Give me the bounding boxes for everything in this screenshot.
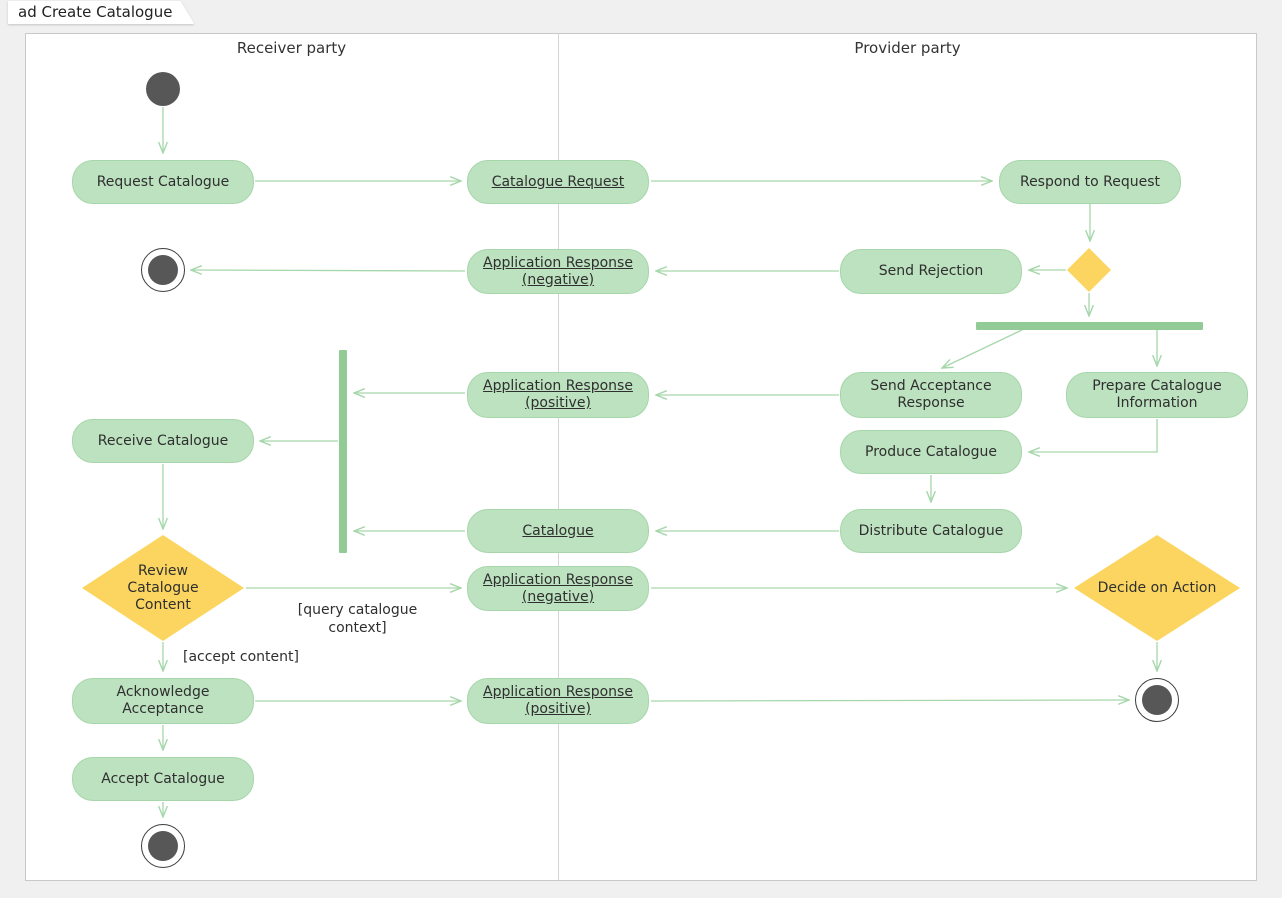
action-request-catalogue[interactable]: Request Catalogue	[72, 160, 254, 204]
final-node-accepted[interactable]	[141, 824, 185, 868]
guard-query-catalogue-context: [query catalogue context]	[297, 602, 418, 636]
action-acknowledge-acceptance[interactable]: Acknowledge Acceptance	[72, 678, 254, 724]
start-node[interactable]	[146, 72, 180, 106]
object-application-response-positive-2[interactable]: Application Response (positive)	[467, 678, 649, 724]
diagram-title-tab[interactable]: ad Create Catalogue	[8, 1, 194, 24]
guard-accept-content: [accept content]	[183, 649, 299, 665]
object-label: Catalogue	[522, 522, 594, 539]
object-label: Application Response (negative)	[483, 571, 633, 605]
final-node-core	[148, 255, 178, 285]
swimlane-divider	[558, 34, 559, 880]
join-bar[interactable]	[339, 350, 347, 553]
object-catalogue[interactable]: Catalogue	[467, 509, 649, 553]
lane-header-receiver: Receiver party	[236, 39, 347, 57]
action-label: Send Acceptance Response	[870, 378, 992, 411]
object-application-response-positive-1[interactable]: Application Response (positive)	[467, 372, 649, 418]
action-label: Request Catalogue	[96, 173, 230, 190]
diagram-title: ad Create Catalogue	[8, 1, 194, 24]
lane-header-provider: Provider party	[854, 39, 961, 57]
action-label: Produce Catalogue	[865, 443, 997, 460]
action-label: Receive Catalogue	[97, 432, 229, 449]
object-label: Application Response (positive)	[483, 378, 633, 411]
decision-label: Decide on Action	[1097, 579, 1217, 596]
final-node-core	[148, 831, 178, 861]
decision-label: Review Catalogue Content	[127, 562, 199, 613]
action-send-acceptance-response[interactable]: Send Acceptance Response	[840, 372, 1022, 418]
action-respond-to-request[interactable]: Respond to Request	[999, 160, 1181, 204]
final-node-rejected[interactable]	[141, 248, 185, 292]
action-label: Distribute Catalogue	[858, 522, 1004, 539]
final-node-provider[interactable]	[1135, 678, 1179, 722]
action-label: Prepare Catalogue Information	[1092, 378, 1222, 411]
action-label: Acknowledge Acceptance	[116, 684, 210, 717]
object-catalogue-request[interactable]: Catalogue Request	[467, 160, 649, 204]
action-receive-catalogue[interactable]: Receive Catalogue	[72, 419, 254, 463]
object-application-response-negative-2[interactable]: Application Response (negative)	[467, 566, 649, 611]
action-distribute-catalogue[interactable]: Distribute Catalogue	[840, 509, 1022, 553]
action-accept-catalogue[interactable]: Accept Catalogue	[72, 757, 254, 801]
action-label: Accept Catalogue	[101, 770, 225, 787]
action-send-rejection[interactable]: Send Rejection	[840, 249, 1022, 294]
action-prepare-catalogue-information[interactable]: Prepare Catalogue Information	[1066, 372, 1248, 418]
object-label: Application Response (positive)	[483, 684, 633, 717]
fork-bar[interactable]	[976, 322, 1203, 330]
action-label: Send Rejection	[878, 263, 984, 279]
object-application-response-negative-1[interactable]: Application Response (negative)	[467, 249, 649, 294]
action-produce-catalogue[interactable]: Produce Catalogue	[840, 430, 1022, 474]
action-label: Respond to Request	[1019, 173, 1161, 190]
flow-edges	[163, 107, 1157, 817]
object-label: Application Response (negative)	[483, 254, 633, 288]
object-label: Catalogue Request	[491, 173, 625, 190]
final-node-core	[1142, 685, 1172, 715]
